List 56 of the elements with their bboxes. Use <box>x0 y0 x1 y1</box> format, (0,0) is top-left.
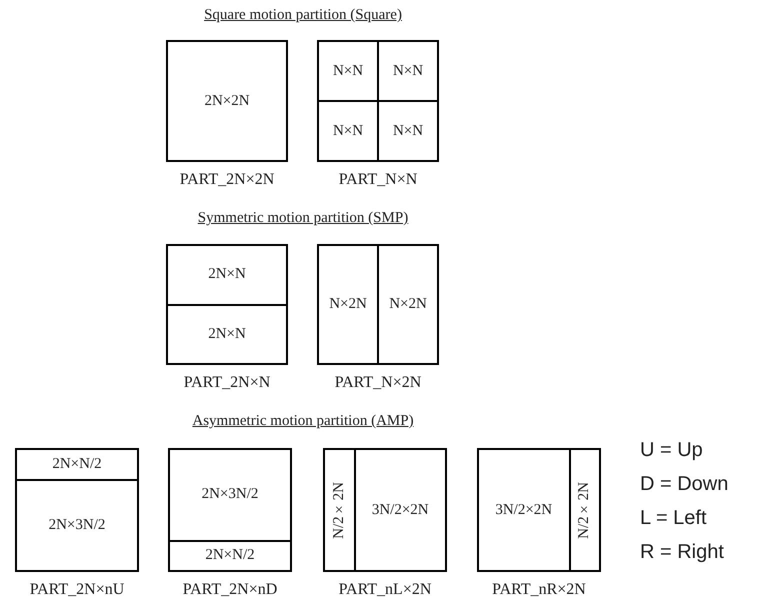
sub-partition <box>378 41 438 101</box>
sub-partition <box>167 304 287 364</box>
partition-block <box>477 448 601 572</box>
partition-caption: PART_nL×2N <box>338 582 432 598</box>
sub-partition <box>167 245 287 304</box>
section-heading: Symmetric motion partition (SMP) <box>196 211 410 226</box>
sub-partition <box>318 41 378 101</box>
sub-partition <box>16 449 138 480</box>
sub-partition <box>570 449 600 571</box>
partition-caption: PART_2N×nU <box>30 582 124 598</box>
partition-size-label: N×N <box>392 64 424 78</box>
partition-size-label: N×2N <box>329 297 367 312</box>
sub-partition <box>478 449 570 571</box>
partition-caption: PART_2N×nD <box>182 582 278 598</box>
partition-size-label: N×N <box>392 124 424 138</box>
partition-size-label: 2N×3N/2 <box>202 487 258 502</box>
partition-block <box>166 40 288 162</box>
sub-partition <box>324 449 354 571</box>
partition-size-label: N×N <box>332 124 364 138</box>
partition-block <box>323 448 447 572</box>
partition-size-label: 3N/2×2N <box>495 502 552 518</box>
partition-size-label: N/2×2N <box>332 482 347 538</box>
partition-caption: PART_N×2N <box>334 375 422 391</box>
partition-caption: PART_2N×2N <box>180 172 274 188</box>
sub-partition <box>318 101 378 161</box>
sub-partition <box>378 245 438 364</box>
legend-abbreviation: L = Left <box>640 508 707 528</box>
sub-partition <box>378 101 438 161</box>
partition-block <box>15 448 139 572</box>
partition-block <box>317 244 439 365</box>
legend-abbreviation: U = Up <box>640 440 703 460</box>
partition-size-label: 2N×3N/2 <box>48 518 106 533</box>
partition-size-label: N/2×2N <box>577 482 592 538</box>
legend-abbreviation: D = Down <box>640 474 728 494</box>
sub-partition <box>169 449 291 540</box>
partition-size-label: 3N/2×2N <box>372 502 429 518</box>
sub-partition <box>318 245 378 364</box>
sub-partition <box>354 449 446 571</box>
partition-block <box>168 448 292 572</box>
partition-size-label: N×2N <box>389 297 427 312</box>
partition-caption: PART_nR×2N <box>492 582 586 598</box>
partition-block <box>317 40 439 162</box>
partition-size-label: 2N×2N <box>204 94 250 108</box>
section-heading: Asymmetric motion partition (AMP) <box>191 414 415 429</box>
partition-size-label: 2N×N <box>208 326 246 342</box>
partition-size-label: N×N <box>332 64 364 78</box>
partition-size-label: 2N×N/2 <box>52 456 102 472</box>
partition-size-label: 2N×N <box>208 267 246 282</box>
sub-partition <box>16 480 138 571</box>
section-heading: Square motion partition (Square) <box>203 8 403 23</box>
sub-partition <box>169 540 291 571</box>
partition-caption: PART_2N×N <box>184 375 270 391</box>
partition-block <box>166 244 288 365</box>
legend-abbreviation: R = Right <box>640 542 724 562</box>
partition-size-label: 2N×N/2 <box>205 548 255 564</box>
partition-caption: PART_N×N <box>338 172 418 188</box>
